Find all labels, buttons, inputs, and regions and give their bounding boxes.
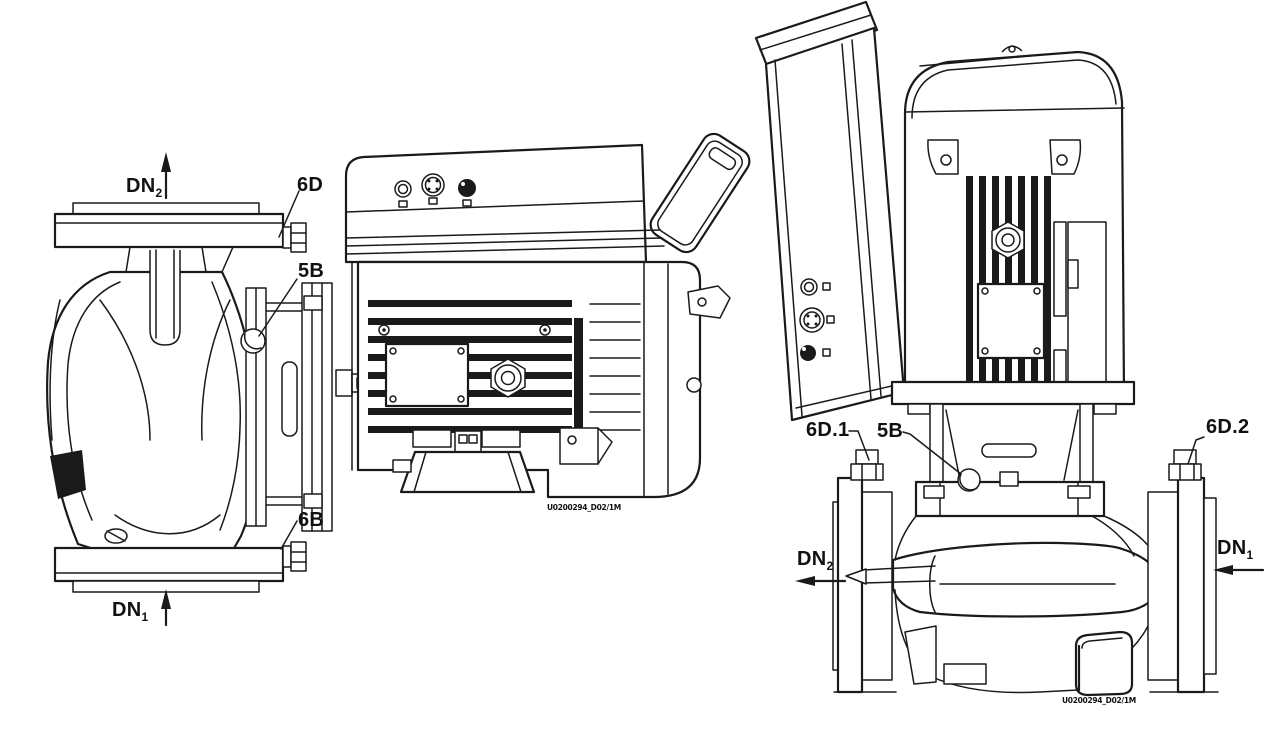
right-motor-body <box>903 45 1126 398</box>
dn1-text: DN <box>112 599 142 621</box>
dn2-text: DN <box>797 548 827 570</box>
dn2-outlet-label: DN2 <box>126 176 162 199</box>
motor-cooling-fins <box>368 300 641 436</box>
right-view-flow-arrows <box>795 565 1265 586</box>
connector-plugs <box>799 278 835 361</box>
left-motor-control-box <box>344 143 665 264</box>
motor-cooling-fins <box>966 176 1051 382</box>
drawing-id-left: U0200294_D02/1M <box>547 503 621 512</box>
left-motor-end-cap <box>649 132 751 254</box>
callout-5b-right: 5B <box>877 420 904 442</box>
vent-screw-5b <box>957 468 981 492</box>
left-motor-body <box>351 260 731 499</box>
right-right-flange <box>1147 449 1219 694</box>
suction-neck <box>845 565 936 585</box>
motor-nameplate <box>976 282 1046 360</box>
motor-nameplate <box>384 342 470 408</box>
volute-recess <box>50 450 86 499</box>
dn2-port-label-right-view: DN2 <box>797 549 833 572</box>
dn1-port-label-right-view: DN1 <box>1217 538 1253 561</box>
dn1-subscript: 1 <box>1246 548 1254 562</box>
shaft-hub <box>490 358 526 398</box>
connector-plugs <box>394 173 476 208</box>
callout-5b-left: 5B <box>298 260 325 282</box>
motor-foot <box>392 429 536 494</box>
right-view-leader-lines <box>848 430 1205 475</box>
right-pump-head <box>890 380 1136 518</box>
dn2-subscript: 2 <box>826 559 834 573</box>
right-left-flange <box>832 449 897 694</box>
left-view-leader-lines <box>258 190 300 550</box>
drawing-id-right: U0200294_D02/1M <box>1062 696 1136 705</box>
drain-boss <box>1074 630 1134 697</box>
left-pump-volute <box>46 246 261 552</box>
dn2-subscript: 2 <box>155 186 163 200</box>
dn1-subscript: 1 <box>141 610 149 624</box>
left-view-drawing <box>46 132 751 627</box>
flange-bolt-6d <box>282 226 292 249</box>
shaft-hub <box>991 221 1025 259</box>
left-bottom-flange <box>53 541 307 593</box>
callout-6d2: 6D.2 <box>1206 416 1250 438</box>
dn1-inlet-label: DN1 <box>112 600 148 623</box>
left-top-flange <box>53 202 307 253</box>
callout-6b: 6B <box>298 509 325 531</box>
right-view-drawing <box>754 0 1265 697</box>
callout-6d1: 6D.1 <box>806 419 850 441</box>
callout-6d: 6D <box>297 174 324 196</box>
left-view-flow-arrows <box>161 152 171 627</box>
dn1-text: DN <box>1217 537 1247 559</box>
right-control-box <box>754 0 906 422</box>
dn2-text: DN <box>126 175 156 197</box>
mounting-bracket <box>687 285 731 319</box>
flange-bolt-6b <box>282 545 292 568</box>
flange-bolt-6d1 <box>855 449 879 465</box>
